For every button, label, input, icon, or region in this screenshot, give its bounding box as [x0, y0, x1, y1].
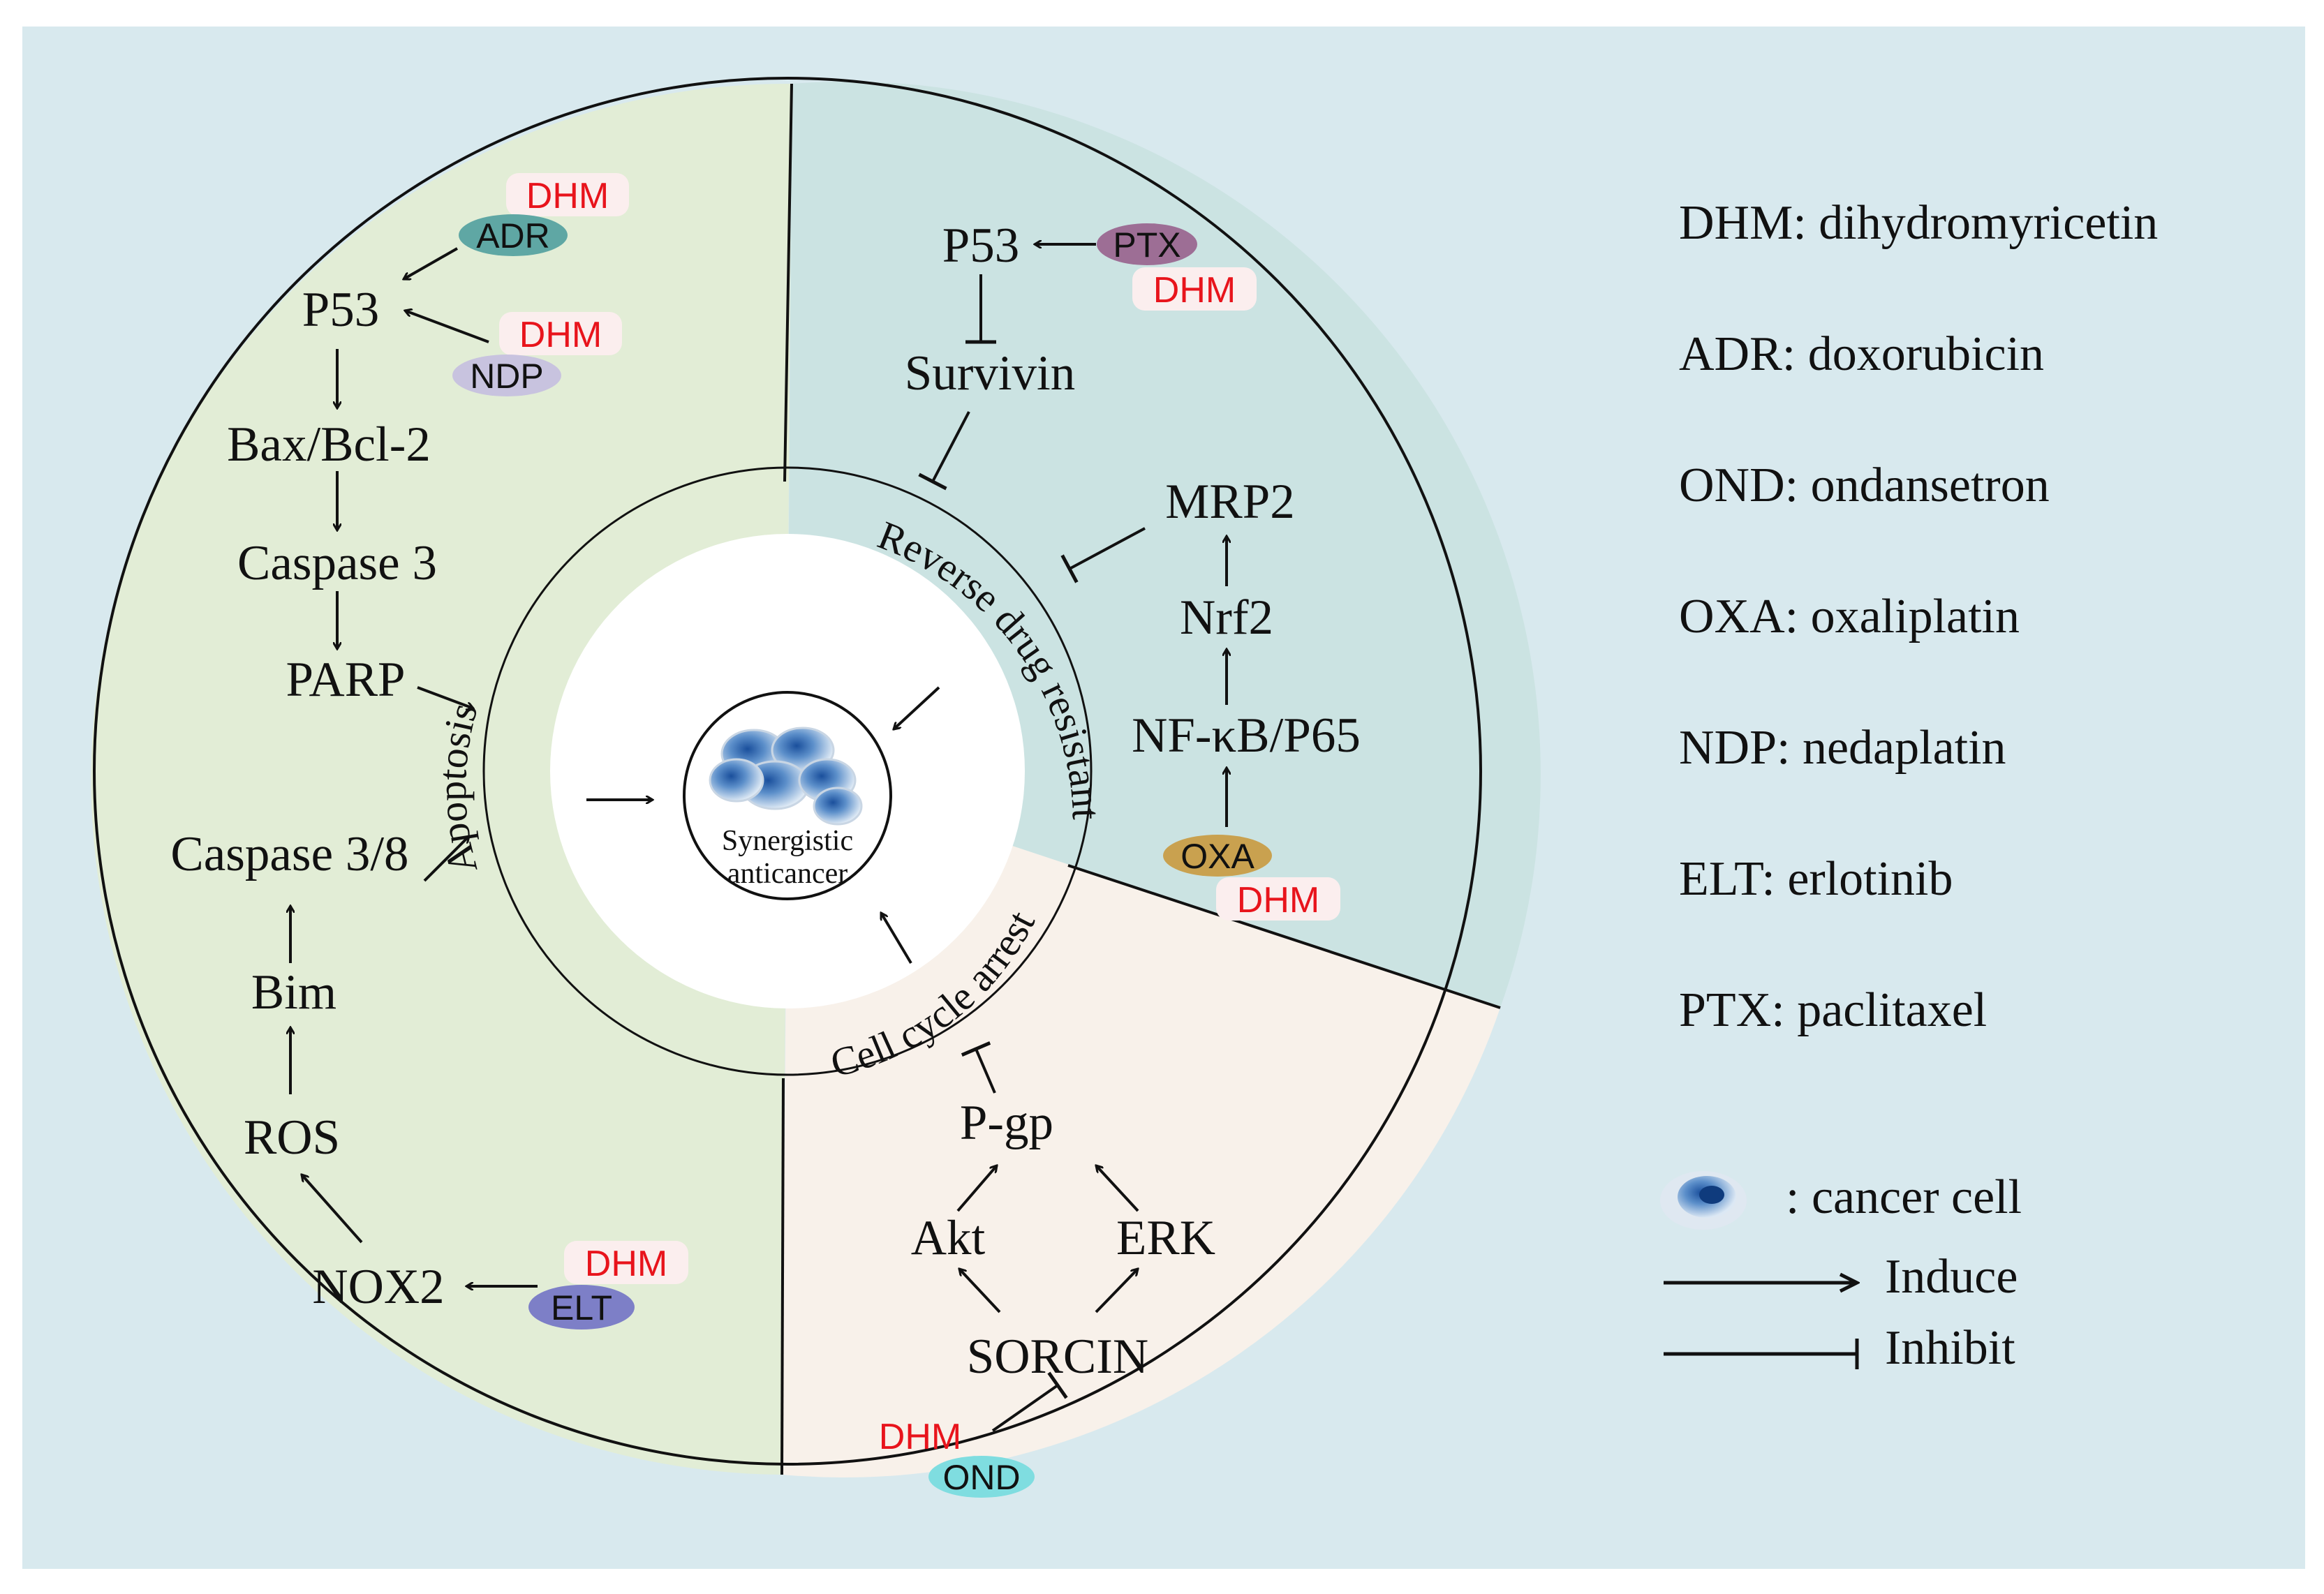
ndp-label: NDP: [470, 357, 544, 396]
dhm-label-ptx: DHM: [1153, 270, 1236, 311]
inhibit-pgp-ring: [961, 1041, 996, 1094]
arrow-nox2-ros: [302, 1175, 363, 1244]
sorcin: SORCIN: [967, 1329, 1148, 1384]
legend-ptx: PTX: paclitaxel: [1679, 983, 1988, 1037]
legend-elt: ELT: erlotinib: [1679, 852, 1953, 906]
arrow-ndp-p53: [405, 311, 489, 343]
arrow-akt-pgp: [956, 1165, 997, 1212]
dhm-label-ndp: DHM: [519, 315, 602, 355]
adr-pill: [459, 214, 568, 256]
nox2: NOX2: [312, 1260, 444, 1314]
erk: ERK: [1116, 1211, 1215, 1265]
dhm-label-adr: DHM: [526, 176, 609, 216]
dhm-pill-oxa: [1216, 877, 1340, 921]
center-label-line1: Synergistic: [722, 825, 853, 857]
caspase3: Caspase 3: [237, 536, 437, 590]
legend-induce-label: Induce: [1885, 1250, 2018, 1304]
elt-pill: [528, 1285, 635, 1329]
dhm-label-oxa: DHM: [1237, 880, 1319, 921]
survivin: Survivin: [905, 346, 1076, 401]
bim: Bim: [251, 965, 336, 1020]
oxa-label: OXA: [1180, 837, 1254, 876]
divider-right: [1067, 864, 1501, 1009]
ros: ROS: [244, 1110, 340, 1165]
adr-label: ADR: [476, 216, 550, 255]
akt: Akt: [911, 1211, 986, 1265]
ond-label: OND: [942, 1458, 1020, 1497]
apoptosis-sector: [91, 83, 792, 1475]
middle-ring: [482, 466, 1093, 1076]
legend-dhm: DHM: dihydromyricetin: [1679, 196, 2159, 250]
arrow-cycle-center: [880, 913, 912, 964]
inhibit-survivin-ring: [918, 411, 970, 491]
dhm-pill-ptx: [1132, 267, 1257, 311]
arrow-sorcin-akt: [959, 1269, 1001, 1313]
divider-bottom: [780, 1078, 785, 1475]
caspase38: Caspase 3/8: [170, 827, 408, 881]
center-label-line2: anticancer: [727, 858, 848, 890]
ptx-pill: [1097, 223, 1197, 265]
dhm-pill-adr: [506, 173, 629, 216]
ndp-pill: [452, 355, 561, 396]
ptx-label: PTX: [1113, 225, 1180, 265]
ond-pill: [928, 1456, 1035, 1498]
cancer-cell-cluster-icon: [709, 727, 863, 826]
inhibit-ond-sorcin: [991, 1371, 1068, 1432]
arrow-resistance-center: [894, 686, 940, 729]
resistance-p53: P53: [942, 218, 1020, 273]
dhm-label-ond: DHM: [879, 1417, 961, 1457]
cell-cycle-sector: [782, 771, 1500, 1477]
bax-bcl2: Bax/Bcl-2: [227, 417, 431, 472]
inhibit-mrp2-ring: [1060, 527, 1146, 583]
parp: PARP: [286, 653, 405, 707]
arrow-erk-pgp: [1096, 1165, 1139, 1212]
arrow-parp-apoptosis: [417, 686, 473, 708]
arrow-caspase38-apoptosis: [423, 836, 469, 882]
divider-top: [783, 83, 793, 482]
arrow-adr-p53: [404, 247, 458, 279]
dhm-pill-elt: [564, 1241, 688, 1284]
mrp2: MRP2: [1165, 475, 1294, 529]
dhm-label-elt: DHM: [585, 1244, 667, 1284]
legend-inhibit-label: Inhibit: [1885, 1321, 2015, 1375]
legend-ndp: NDP: nedaplatin: [1679, 721, 2006, 775]
apoptosis-p53: P53: [302, 283, 380, 337]
legend-oxa: OXA: oxaliplatin: [1679, 590, 2020, 643]
legend-cancer-cell-label: : cancer cell: [1786, 1170, 2022, 1224]
legend-ond: OND: ondansetron: [1679, 459, 2050, 512]
legend-adr: ADR: doxorubicin: [1679, 327, 2045, 381]
nrf2: Nrf2: [1180, 590, 1273, 645]
pgp: P-gp: [960, 1096, 1053, 1150]
legend-cancer-cell-icon: [1660, 1171, 1747, 1230]
oxa-pill: [1163, 835, 1272, 877]
elt-label: ELT: [551, 1288, 612, 1327]
arrow-sorcin-erk: [1095, 1269, 1138, 1313]
outer-ring: [93, 77, 1482, 1466]
nfkb-p65: NF-κB/P65: [1132, 708, 1361, 763]
dhm-pill-ndp: [499, 312, 622, 355]
